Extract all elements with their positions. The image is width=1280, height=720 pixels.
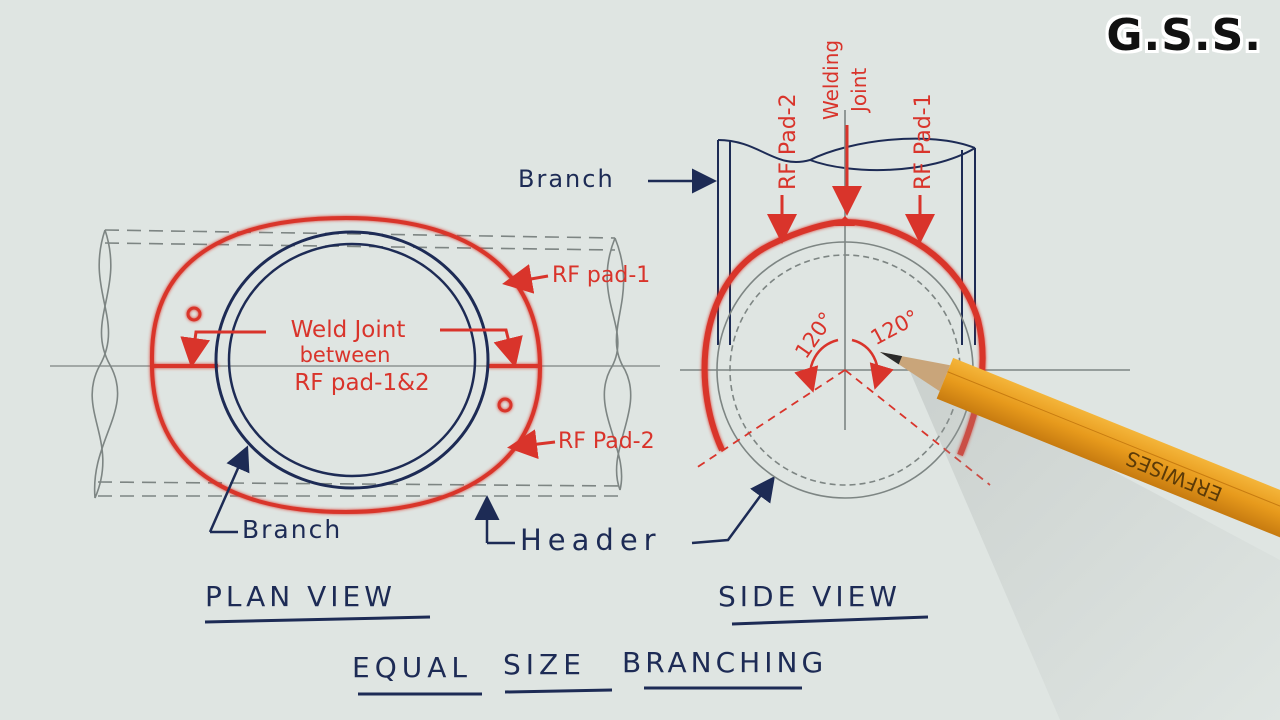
- rf-pad-1-label: RF pad-1: [552, 263, 650, 288]
- side-branch-pipe: [717, 137, 976, 345]
- side-weld-mark: [835, 216, 855, 226]
- angle-arrows: [794, 338, 894, 393]
- plan-view-caption: PLAN VIEW: [205, 580, 396, 613]
- rf-pad-1-arrow: [502, 264, 549, 294]
- title-word-2: SIZE: [503, 648, 586, 681]
- welding-joint-label-line2: Joint: [847, 68, 871, 114]
- branch-circles: [214, 230, 490, 490]
- header-arrow-right: [691, 475, 775, 545]
- angle-label-left: 120°: [790, 308, 839, 363]
- plan-view-underline: [204, 615, 431, 624]
- header-arrow-left: [487, 500, 515, 545]
- title-word-3: BRANCHING: [622, 646, 827, 679]
- branch-arrow: [208, 450, 246, 534]
- plan-view: Weld Joint between RF pad-1&2 RF pad-1 R…: [50, 215, 775, 624]
- pencil: ERFWISES: [880, 352, 1280, 720]
- watermark-logo: G.S.S.: [1106, 10, 1262, 61]
- title: EQUAL SIZE BRANCHING: [352, 646, 827, 696]
- side-view-caption: SIDE VIEW: [718, 580, 901, 613]
- weld-joint-arrows: [180, 328, 523, 368]
- side-branch-label: Branch: [518, 165, 615, 193]
- weld-joint-label-line1: Weld Joint: [291, 317, 406, 343]
- branch-label: Branch: [242, 515, 342, 544]
- rf-pad-2-arrow: [507, 429, 556, 460]
- rf-pad-2-label: RF Pad-2: [558, 429, 655, 454]
- side-rf-pad-2-label: RF Pad-2: [776, 93, 801, 190]
- angle-label-right: 120°: [867, 305, 923, 350]
- side-rf-pad-1-label: RF Pad-1: [911, 93, 936, 190]
- side-view-underline: [731, 615, 929, 626]
- weld-joint-label-line2: between: [300, 343, 391, 367]
- header-label: Header: [520, 523, 662, 557]
- title-word-1: EQUAL: [352, 651, 472, 684]
- welding-joint-label-line1: Welding: [819, 40, 843, 120]
- weld-joint-label-line3: RF pad-1&2: [294, 370, 429, 396]
